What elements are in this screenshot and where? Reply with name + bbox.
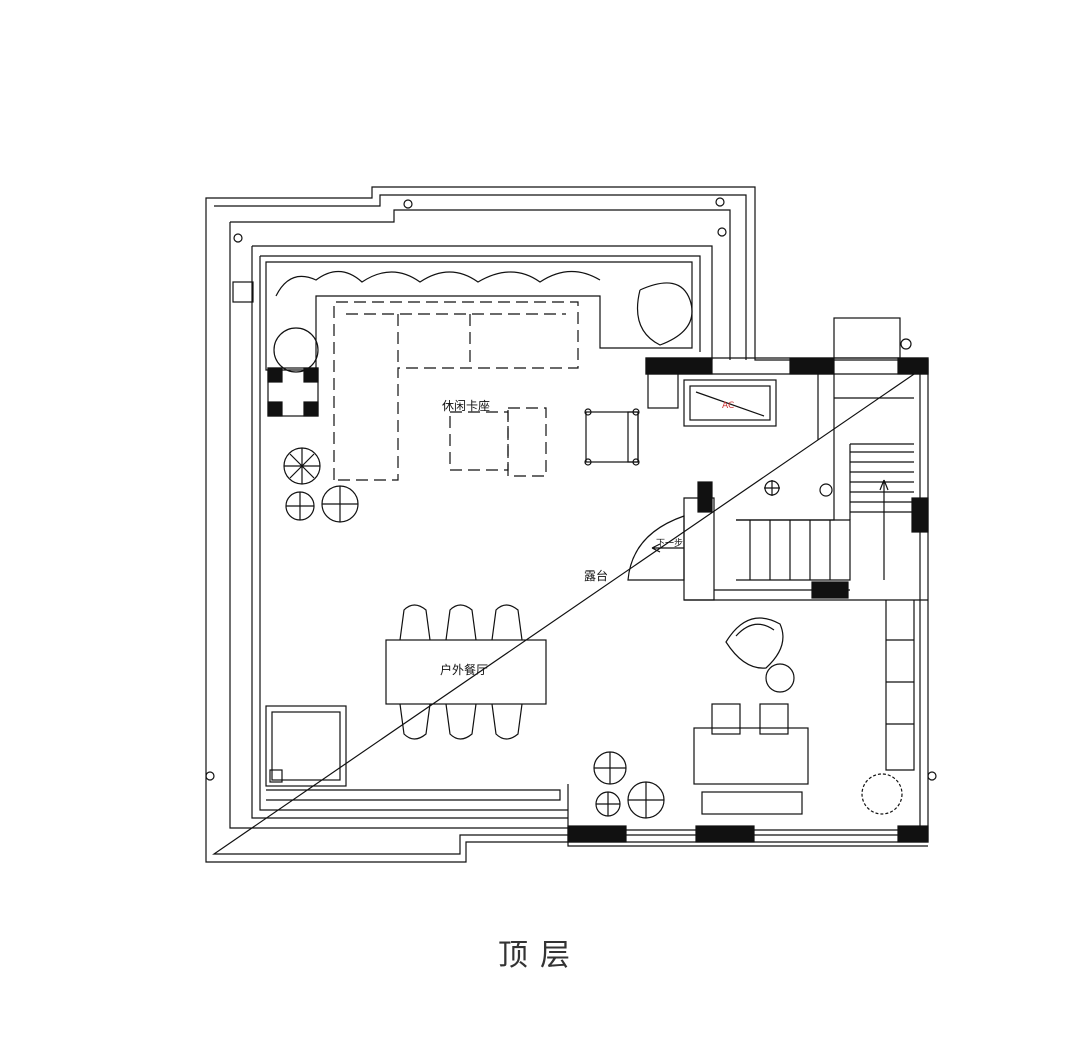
label-dining: 户外餐厅	[440, 662, 488, 677]
planter-shrubs-top	[273, 270, 693, 373]
lounge-chair	[584, 408, 640, 466]
sofa-lower-right	[693, 703, 809, 815]
parapet-line	[230, 209, 731, 360]
lounge-sofa	[333, 301, 579, 481]
terrace-edge	[265, 261, 693, 371]
staircase	[736, 443, 929, 581]
ac-unit	[683, 379, 777, 427]
label-step-down: 下一步	[656, 538, 683, 549]
inner-wall-2	[259, 255, 701, 811]
outer-wall-inner	[212, 194, 921, 855]
terrace-edge-2	[266, 789, 561, 801]
parapet-line-2	[229, 222, 568, 829]
outer-wall	[205, 186, 929, 863]
trees-left	[283, 447, 359, 523]
label-lounge: 休闲卡座	[442, 398, 490, 413]
inner-wall	[251, 245, 713, 819]
trees-lower	[593, 751, 903, 819]
floor-caption: 顶层	[498, 938, 582, 973]
label-terrace: 露台	[584, 568, 608, 583]
label-ac: AC	[722, 401, 734, 411]
armchair	[725, 617, 795, 693]
dining-table	[385, 604, 547, 740]
